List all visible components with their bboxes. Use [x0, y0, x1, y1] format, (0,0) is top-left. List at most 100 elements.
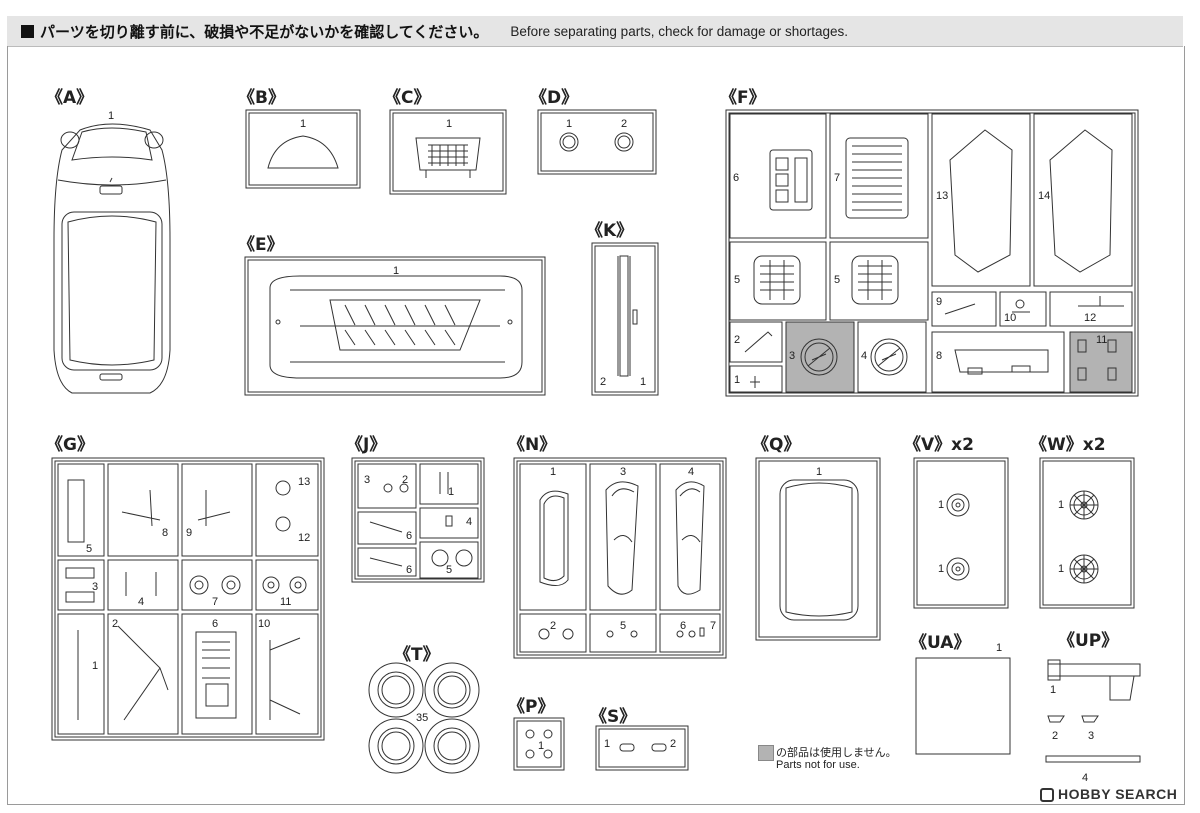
- sprue-e-chassis: [244, 256, 546, 396]
- sprue-label-d: 《D》: [530, 88, 579, 108]
- part-number: 2: [734, 334, 741, 346]
- part-number: 9: [936, 296, 943, 308]
- part-number: 7: [710, 620, 717, 632]
- part-number: 3: [364, 474, 371, 486]
- sprue-c: [389, 109, 507, 195]
- sprue-label-c: 《C》: [384, 88, 431, 108]
- sprue-a-car-body: [53, 123, 171, 394]
- part-number: 1: [108, 110, 115, 122]
- part-number: 4: [861, 350, 868, 362]
- part-number: 7: [834, 172, 841, 184]
- part-number: 2: [600, 376, 607, 388]
- part-number: 1: [734, 374, 741, 386]
- sprue-d: [537, 109, 657, 175]
- part-number: 5: [834, 274, 841, 286]
- sprue-s: [595, 725, 689, 771]
- sprue-label-w: 《W》x2: [1030, 435, 1106, 455]
- sprue-label-p: 《P》: [508, 697, 555, 717]
- sprue-label-t: 《T》: [394, 645, 440, 665]
- square-bullet-icon: [21, 24, 34, 38]
- sprue-n: [513, 457, 727, 659]
- part-number: 4: [466, 516, 473, 528]
- part-number: 8: [936, 350, 943, 362]
- part-number: 1: [393, 265, 400, 277]
- part-number: 13: [298, 476, 311, 488]
- part-number: 5: [620, 620, 627, 632]
- part-number: 2: [112, 618, 119, 630]
- part-number: 13: [936, 190, 949, 202]
- part-number: 1: [1058, 499, 1065, 511]
- sprue-v: [913, 457, 1009, 609]
- part-number: 1: [550, 466, 557, 478]
- part-number: 7: [212, 596, 219, 608]
- instruction-header: パーツを切り離す前に、破損や不足がないかを確認してください。 Before se…: [7, 16, 1183, 47]
- sprue-label-v: 《V》x2: [904, 435, 974, 455]
- sprue-up: [1045, 659, 1141, 763]
- sprue-label-a: 《A》: [46, 88, 94, 108]
- part-number: 35: [416, 712, 429, 724]
- part-number: 2: [1052, 730, 1059, 742]
- part-number: 4: [1082, 772, 1089, 784]
- sprue-b: [245, 109, 361, 189]
- sprue-label-q: 《Q》: [752, 435, 801, 455]
- sprue-f: [725, 109, 1139, 397]
- sprue-label-n: 《N》: [508, 435, 557, 455]
- brand-text: HOBBY SEARCH: [1058, 786, 1178, 802]
- sprue-label-b: 《B》: [238, 88, 285, 108]
- sprue-label-f: 《F》: [720, 88, 766, 108]
- sprue-q: [755, 457, 881, 641]
- part-number: 2: [402, 474, 409, 486]
- part-number: 6: [406, 564, 413, 576]
- part-number: 1: [446, 118, 453, 130]
- part-number: 4: [138, 596, 145, 608]
- header-title-jp: パーツを切り離す前に、破損や不足がないかを確認してください。: [40, 22, 489, 41]
- part-number: 6: [212, 618, 219, 630]
- part-number: 1: [300, 118, 307, 130]
- sprue-label-s: 《S》: [590, 707, 637, 727]
- part-number: 5: [446, 564, 453, 576]
- not-used-swatch: [758, 745, 774, 761]
- part-number: 10: [258, 618, 271, 630]
- part-number: 11: [280, 596, 292, 608]
- sprue-label-k: 《K》: [586, 221, 634, 241]
- part-number: 1: [1050, 684, 1057, 696]
- sprue-label-e: 《E》: [238, 235, 284, 255]
- hobby-search-logo-icon: [1040, 788, 1054, 802]
- part-number: 12: [298, 532, 311, 544]
- part-number: 2: [670, 738, 677, 750]
- sprue-label-up: 《UP》: [1058, 631, 1119, 651]
- part-number: 6: [406, 530, 413, 542]
- part-number: 6: [680, 620, 687, 632]
- part-number: 4: [688, 466, 695, 478]
- part-number: 1: [604, 738, 611, 750]
- part-number: 2: [550, 620, 557, 632]
- part-number: 3: [92, 581, 99, 593]
- part-number: 10: [1004, 312, 1017, 324]
- hobby-search-watermark: HOBBY SEARCH: [1040, 786, 1177, 802]
- part-number: 2: [621, 118, 628, 130]
- part-number: 1: [938, 499, 945, 511]
- part-number: 9: [186, 527, 193, 539]
- part-number: 11: [1096, 334, 1108, 346]
- sprue-t-tires: [368, 662, 480, 774]
- part-number: 1: [92, 660, 99, 672]
- part-number: 3: [789, 350, 796, 362]
- parts-frame: [7, 46, 1185, 805]
- part-number: 8: [162, 527, 169, 539]
- part-number: 1: [996, 642, 1003, 654]
- part-number: 1: [1058, 563, 1065, 575]
- part-number: 1: [640, 376, 647, 388]
- sprue-label-g: 《G》: [46, 435, 94, 455]
- part-number: 1: [816, 466, 823, 478]
- part-number: 1: [538, 740, 545, 752]
- part-number: 1: [448, 486, 455, 498]
- header-title-en: Before separating parts, check for damag…: [510, 23, 849, 39]
- legend-text-jp: の部品は使用しません。: [776, 746, 897, 759]
- sprue-j: [351, 457, 485, 583]
- sprue-ua: [915, 657, 1011, 755]
- part-number: 1: [938, 563, 945, 575]
- part-number: 5: [86, 543, 93, 555]
- sprue-label-ua: 《UA》: [910, 633, 971, 653]
- part-number: 3: [1088, 730, 1095, 742]
